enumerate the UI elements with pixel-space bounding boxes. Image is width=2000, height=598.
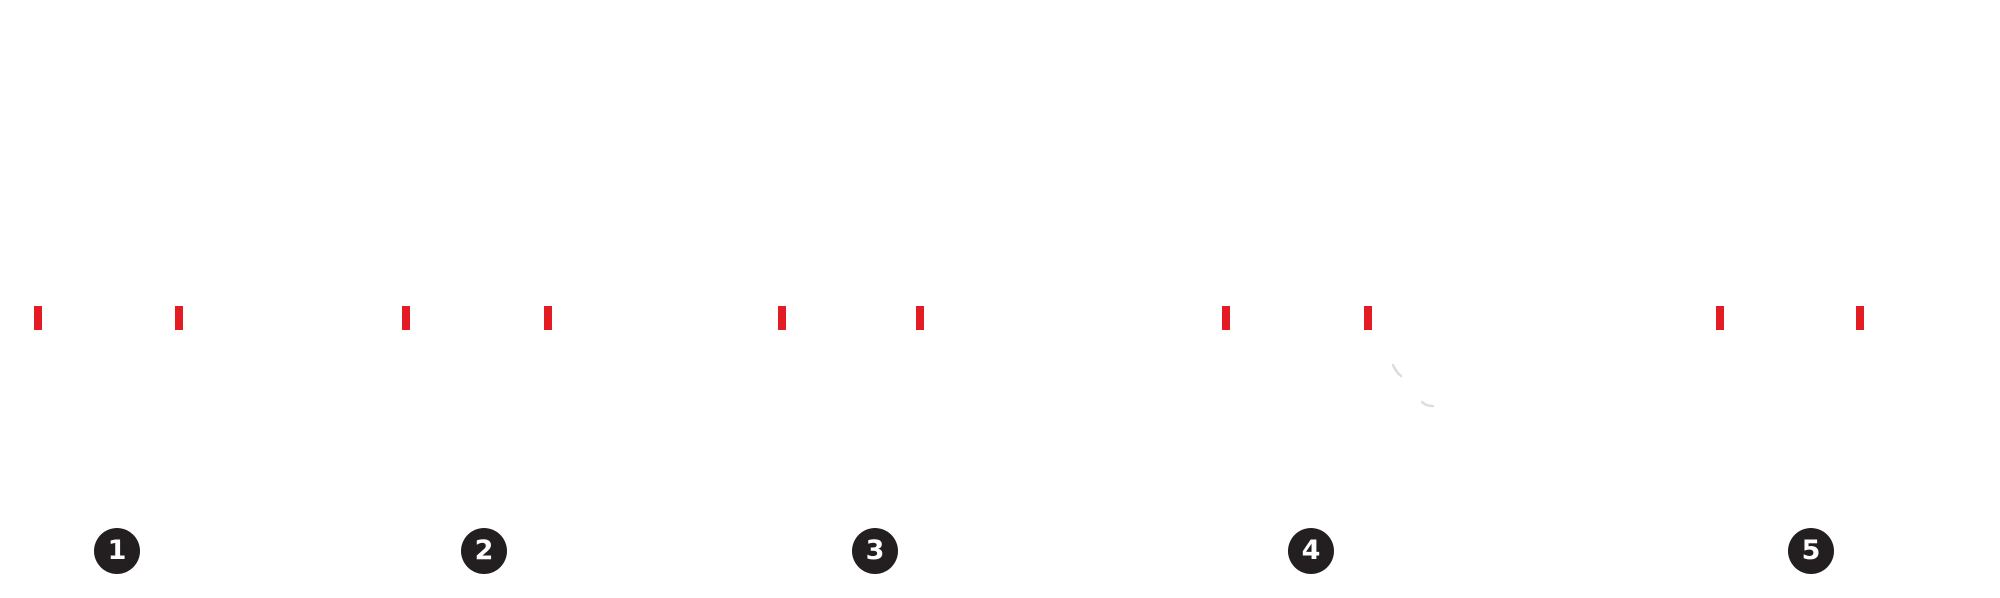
step-4-marker-right	[1364, 306, 1372, 330]
step-2-marker-left	[402, 306, 410, 330]
step-1-marker-right	[175, 306, 183, 330]
step-4-number-badge: 4	[1288, 528, 1334, 574]
step-5-marker-left	[1716, 306, 1724, 330]
step-1-number-badge: 1	[94, 528, 140, 574]
step-2-marker-right	[544, 306, 552, 330]
step-4-marker-left	[1222, 306, 1230, 330]
step-3-number-badge: 3	[852, 528, 898, 574]
faint-stroke-mark-1	[1391, 363, 1403, 378]
step-5-marker-right	[1856, 306, 1864, 330]
step-1-marker-left	[34, 306, 42, 330]
step-5-number-badge: 5	[1788, 528, 1834, 574]
faint-stroke-mark-2	[1420, 400, 1435, 408]
step-2-number-badge: 2	[461, 528, 507, 574]
step-3-marker-right	[916, 306, 924, 330]
step-3-marker-left	[778, 306, 786, 330]
